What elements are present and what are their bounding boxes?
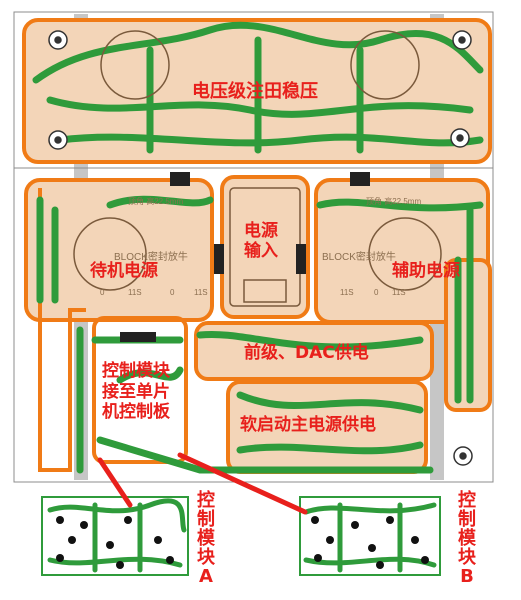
label-module-b: 控制模块B xyxy=(458,490,476,587)
label-power-input: 电源 输入 xyxy=(244,221,278,261)
label-soft-start-power: 软启动主电源供电 xyxy=(240,415,376,435)
silk-pin-0-right: 0 xyxy=(374,288,379,297)
silk-pin-11s-right-1: 11S xyxy=(340,288,354,297)
silk-pin-0-left: 0 xyxy=(100,288,105,297)
label-voltage-regulator: 电压级注田稳压 xyxy=(192,81,318,102)
connector-arrows xyxy=(97,452,308,515)
silk-dim-right: 顶角 高22.5mm xyxy=(366,197,422,206)
label-aux-power: 辅助电源 xyxy=(392,261,460,281)
label-standby-power: 待机电源 xyxy=(90,261,158,281)
label-module-a: 控制模块A xyxy=(197,490,215,587)
module-b-pads xyxy=(311,516,429,569)
silk-pin-11s-left-1: 11S xyxy=(128,288,142,297)
module-b-traces xyxy=(303,502,437,573)
region-standby-tail xyxy=(38,188,86,472)
silk-transformer-right: BLOCK密封放牛 xyxy=(322,252,396,263)
silk-transformer-left: BLOCK密封放牛 xyxy=(114,252,188,263)
region-control-link xyxy=(92,316,188,464)
label-control-module-link: 控制模块 接至单片 机控制板 xyxy=(102,361,170,423)
silk-dim-left: 顶角 高22.5mm xyxy=(128,197,184,206)
module-a-traces xyxy=(47,498,187,573)
component-pads xyxy=(48,30,473,466)
green-traces xyxy=(32,21,484,474)
label-preamp-dac-power: 前级、DAC供电 xyxy=(244,343,369,363)
silk-pin-11s-right-2: 11S xyxy=(392,288,406,297)
module-a-pads xyxy=(56,516,174,569)
black-components xyxy=(120,172,370,342)
silk-pin-11s-left-2: 11S xyxy=(194,288,208,297)
silk-pin-0-left-2: 0 xyxy=(170,288,175,297)
